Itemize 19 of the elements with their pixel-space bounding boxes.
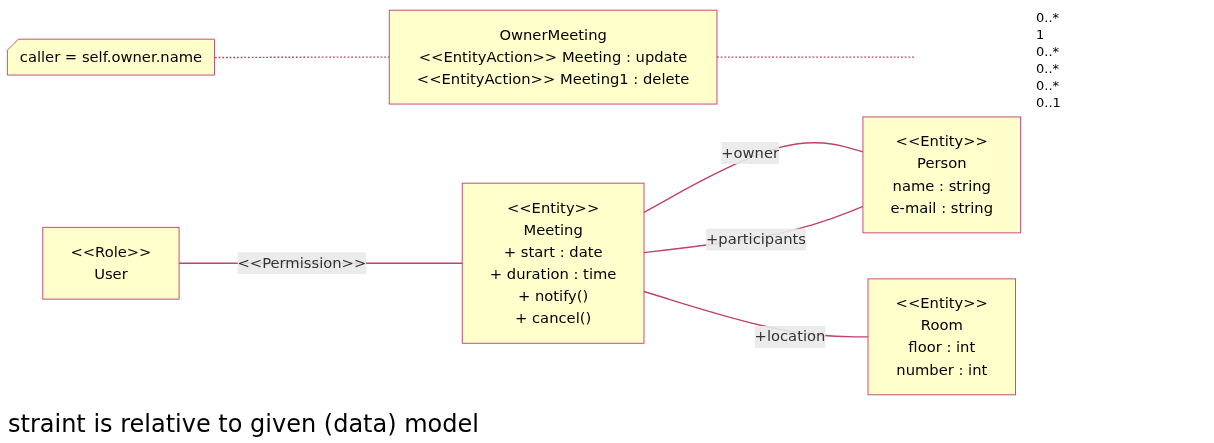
multiplicity-label: 0..* xyxy=(1036,44,1061,59)
multiplicity-label: 0..* xyxy=(1036,61,1061,76)
node-box: <<Entity>> Person name : string e-mail : string xyxy=(862,116,1022,234)
connector xyxy=(643,205,864,254)
edge-label: +owner xyxy=(721,143,780,162)
edge-label: +participants xyxy=(706,230,806,248)
caption-text: straint is relative to given (data) model xyxy=(8,410,479,438)
multiplicity-label: 1 xyxy=(1036,27,1046,42)
connector xyxy=(214,56,390,59)
node-box: <<Entity>> Room floor : int number : int xyxy=(867,278,1016,396)
multiplicity-label: 0..* xyxy=(1036,78,1061,93)
multiplicity-label: 0..1 xyxy=(1036,95,1062,110)
node-box: <<Role>> User xyxy=(42,226,180,300)
edge-label: <<Permission>> xyxy=(237,254,367,272)
multiplicity-label: 0..* xyxy=(1036,10,1061,25)
connector xyxy=(716,56,915,58)
edge-label: +location xyxy=(754,327,826,346)
node-box: <<Entity>> Meeting + start : date + duration : time + notify() + cancel() xyxy=(461,182,645,344)
node-box: OwnerMeeting <<EntityAction>> Meeting : update <<EntityAction>> Meeting1 : delete xyxy=(388,9,718,105)
